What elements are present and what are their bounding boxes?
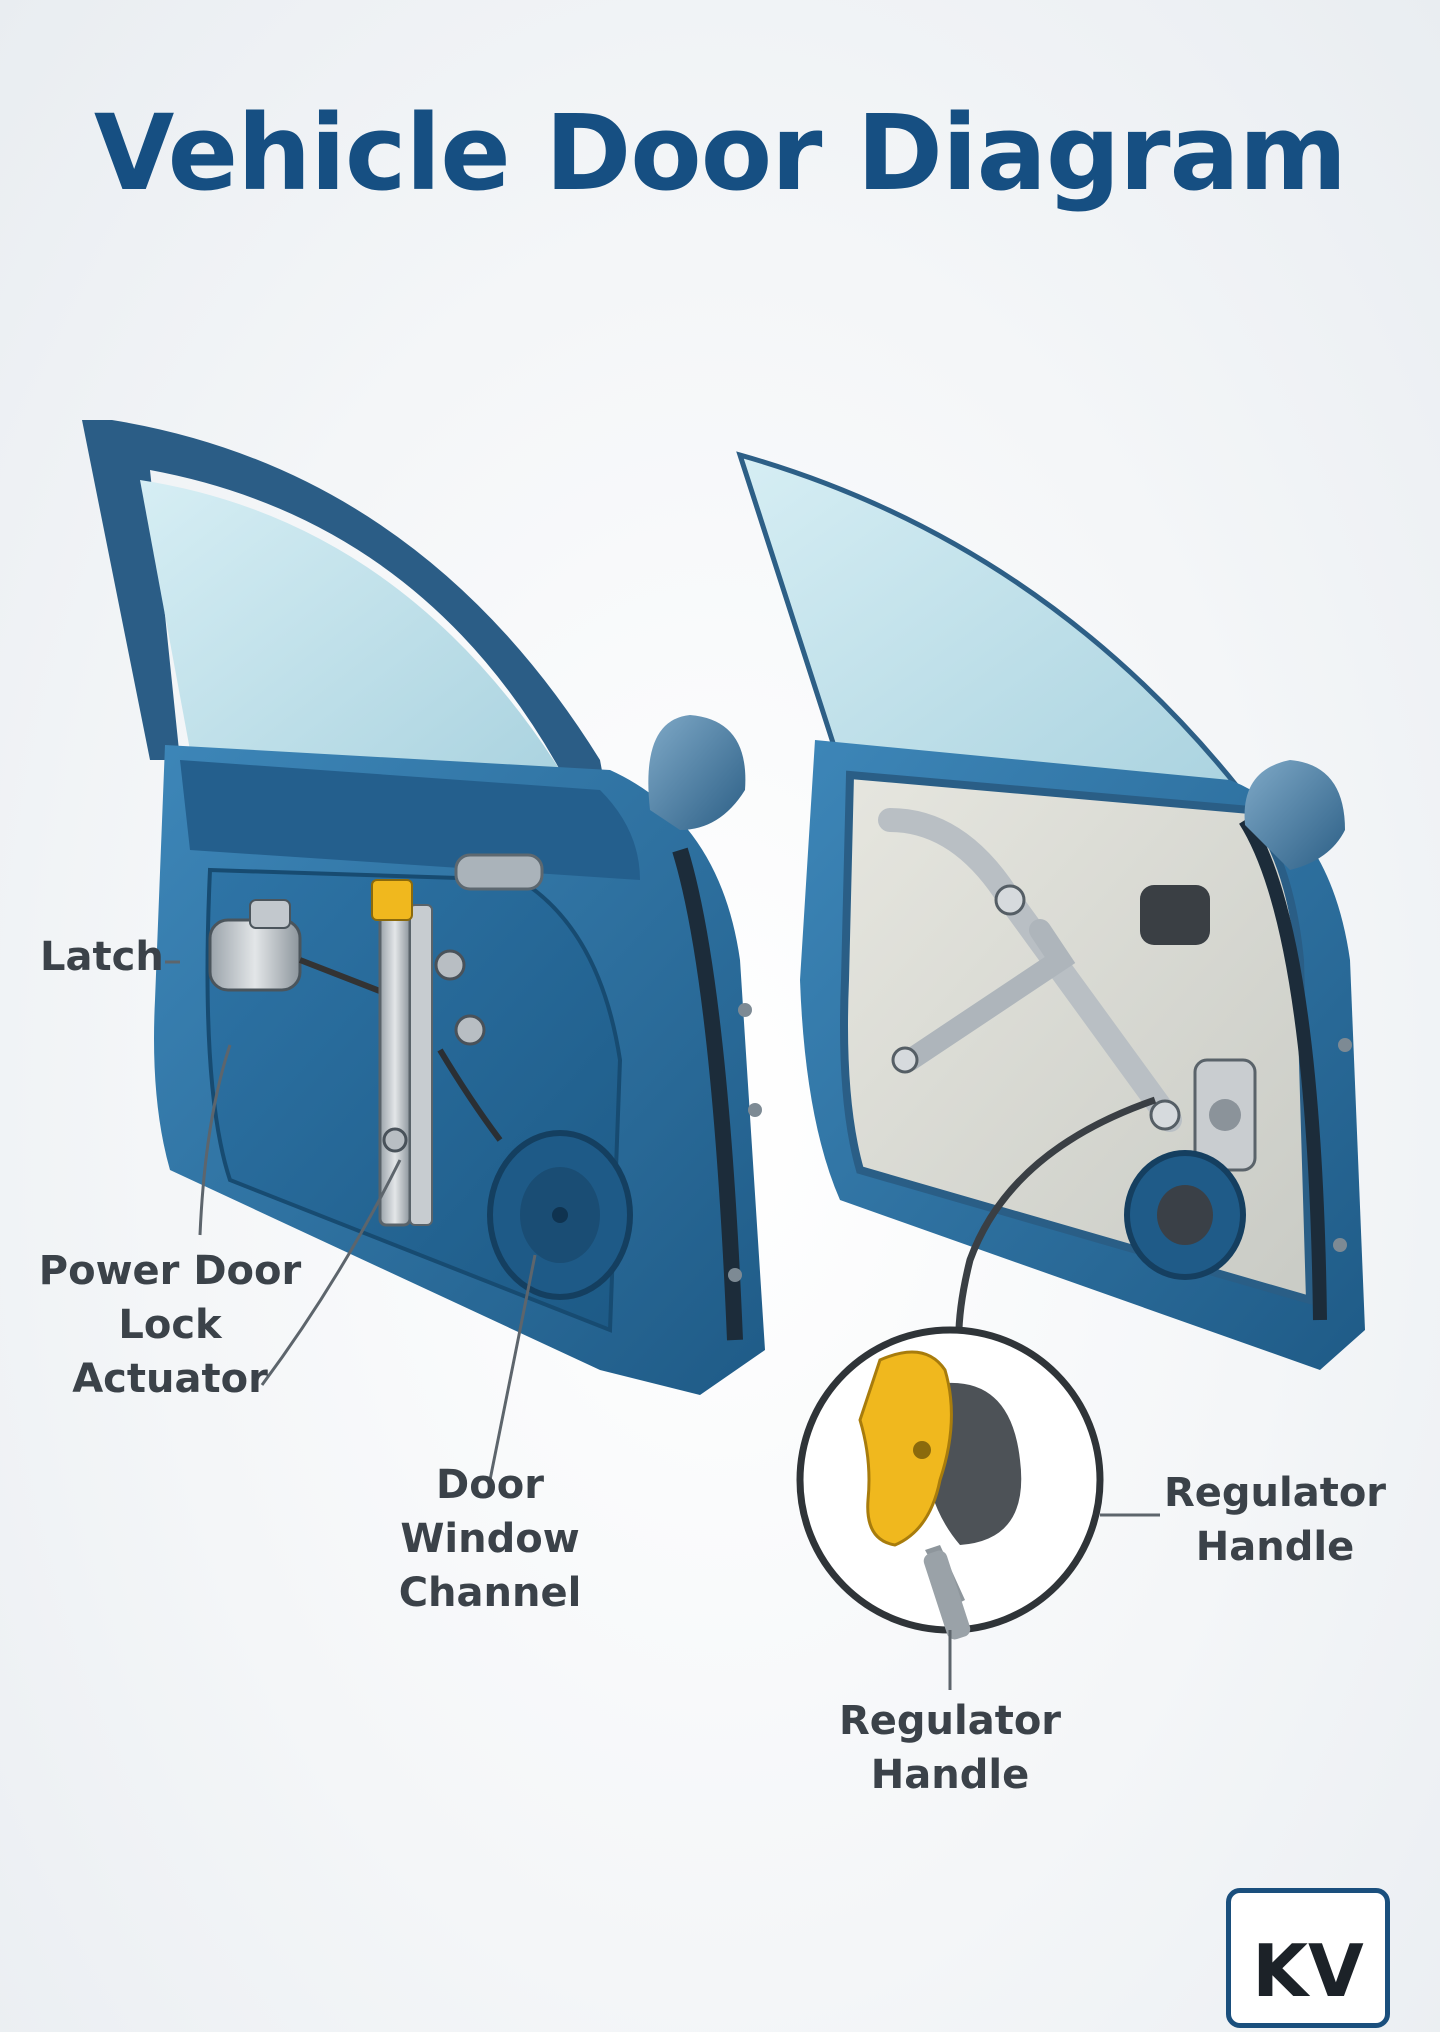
- window-regulator-arms: [878, 808, 1257, 1172]
- label-door-window-channel: Door Window Channel: [398, 1462, 582, 1616]
- leader-lines: [165, 960, 1160, 1690]
- label-latch: Latch: [40, 934, 164, 980]
- right-mirror: [1244, 760, 1345, 870]
- left-door-glass: [140, 480, 560, 800]
- latch-mechanism: [208, 899, 392, 998]
- right-door-speaker: [1124, 1150, 1246, 1280]
- label-power-door-lock-actuator: Power Door Lock Actuator: [38, 1248, 302, 1402]
- label-regulator-handle-bottom: Regulator Handle: [838, 1698, 1062, 1798]
- right-door-glass: [736, 451, 1244, 818]
- regulator-cable: [955, 1096, 1157, 1361]
- kv-logo: KV: [1226, 1888, 1390, 2028]
- left-door-handle: [454, 853, 544, 891]
- left-mirror: [648, 715, 746, 830]
- left-door-speaker: [487, 1130, 633, 1300]
- leader-actuator-to-rail: [260, 1159, 402, 1386]
- regulator-handle-yellow: [858, 1350, 953, 1547]
- label-regulator-handle-right: Regulator Handle: [1163, 1470, 1387, 1570]
- regulator-handle-callout: [796, 1326, 1104, 1640]
- leader-channel: [488, 1254, 537, 1481]
- leader-actuator: [198, 1044, 232, 1236]
- page-title: Vehicle Door Diagram: [93, 92, 1347, 214]
- left-door-window-frame: [82, 420, 700, 1320]
- window-channel-rail: [371, 879, 503, 1227]
- left-door: [82, 420, 765, 1395]
- right-door: [736, 451, 1365, 1370]
